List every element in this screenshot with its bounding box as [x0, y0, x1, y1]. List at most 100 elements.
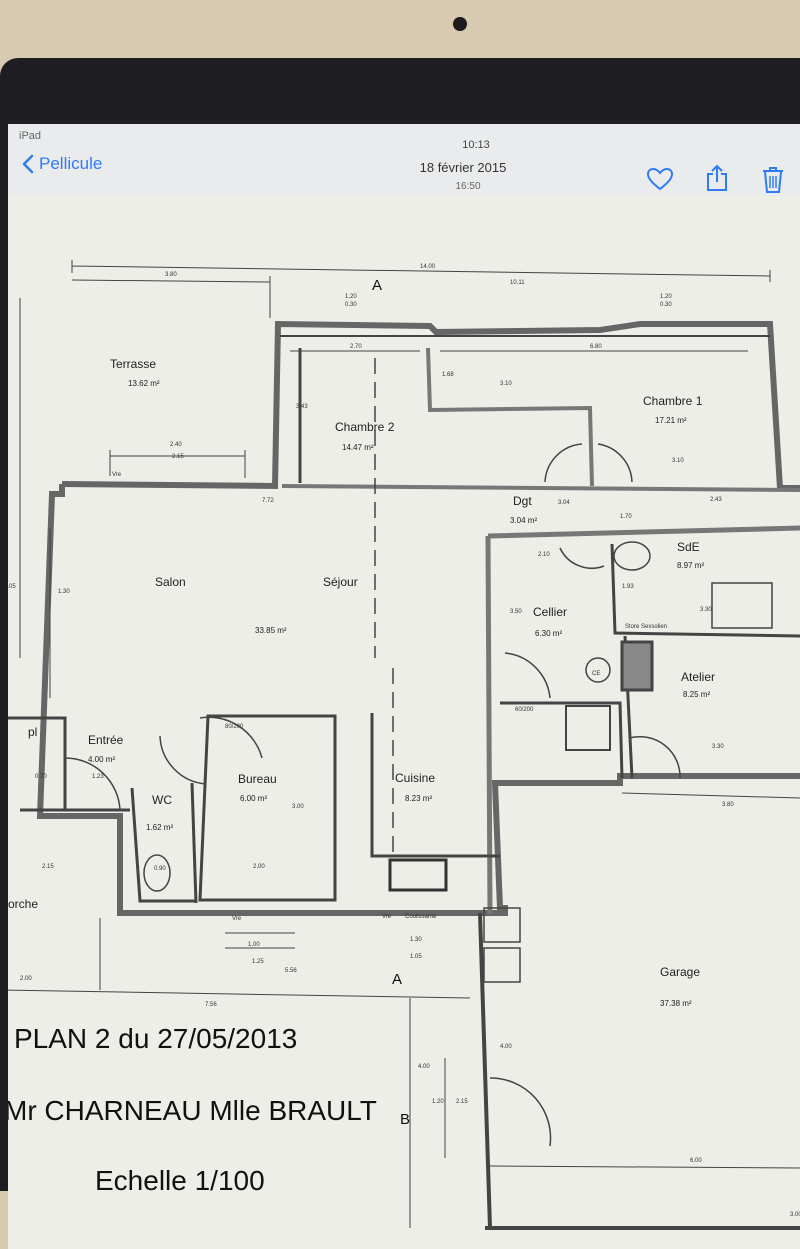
plan-title: PLAN 2 du 27/05/2013	[14, 1023, 297, 1054]
svg-text:0.30: 0.30	[660, 302, 672, 308]
room-area-chambre-1: 17.21 m²	[655, 416, 687, 425]
room-area-cuisine: 8.23 m²	[405, 794, 432, 803]
room-name-dgt: Dgt	[513, 494, 532, 508]
room-name-cuisine: Cuisine	[395, 771, 435, 785]
room-name-porche: Porche	[8, 897, 38, 911]
svg-text:1.00: 1.00	[248, 942, 260, 948]
heart-icon[interactable]	[646, 168, 674, 192]
svg-text:2.15: 2.15	[456, 1099, 468, 1105]
svg-text:60/200: 60/200	[515, 707, 534, 713]
svg-text:2.43: 2.43	[710, 497, 722, 503]
svg-text:0.70: 0.70	[35, 774, 47, 780]
plan-scale: Echelle 1/100	[95, 1165, 265, 1196]
back-button[interactable]: Pellicule	[22, 154, 102, 174]
svg-text:Vre: Vre	[112, 472, 122, 478]
svg-text:3.80: 3.80	[165, 272, 177, 278]
annotation-labels: Vre Vre Vre Coulissante Store Sexsolien …	[112, 472, 667, 922]
svg-text:Vre: Vre	[232, 916, 242, 922]
ipad-bezel: iPad 10:13 Pellicule 18 février 2015 16:…	[0, 58, 800, 1249]
svg-text:2.15: 2.15	[172, 454, 184, 460]
room-area-terrasse: 13.62 m²	[128, 379, 160, 388]
svg-text:6.00: 6.00	[690, 1158, 702, 1164]
svg-text:2.00: 2.00	[253, 864, 265, 870]
room-name-chambre-2: Chambre 2	[335, 420, 395, 434]
svg-text:1.05: 1.05	[410, 954, 422, 960]
room-area-chambre-2: 14.47 m²	[342, 443, 374, 452]
svg-text:0.30: 0.30	[345, 302, 357, 308]
room-name-salon: Salon	[155, 575, 186, 589]
room-area-garage: 37.38 m²	[660, 999, 692, 1008]
svg-text:2.00: 2.00	[20, 976, 32, 982]
svg-text:0.90: 0.90	[154, 866, 166, 872]
svg-text:10.11: 10.11	[510, 280, 525, 286]
svg-text:2.40: 2.40	[170, 442, 182, 448]
room-name-sejour: Séjour	[323, 575, 358, 589]
room-area-cellier: 6.30 m²	[535, 629, 562, 638]
trash-icon[interactable]	[761, 166, 785, 194]
status-clock: 10:13	[462, 139, 490, 151]
photo-date: 18 février 2015	[419, 160, 507, 175]
room-name-entree: Entrée	[88, 733, 124, 747]
svg-text:80/200: 80/200	[225, 724, 244, 730]
photo-time: 16:50	[455, 181, 481, 192]
room-name-placard: pl	[28, 725, 37, 739]
svg-text:1.20: 1.20	[660, 294, 672, 300]
svg-text:4.00: 4.00	[418, 1064, 430, 1070]
svg-text:3.10: 3.10	[672, 458, 684, 464]
svg-text:14.00: 14.00	[420, 264, 436, 270]
svg-text:3.10: 3.10	[500, 381, 512, 387]
floor-plan-drawing: Terrasse 13.62 m² Chambre 2 14.47 m² Cha…	[8, 260, 800, 1230]
room-area-sde: 8.97 m²	[677, 561, 704, 570]
dimension-labels: 14.00 3.80 10.11 1.20 0.30 1.20 0.30 2.7…	[8, 264, 800, 1218]
section-marker-a-top: A	[372, 277, 382, 294]
svg-text:3.30: 3.30	[700, 607, 712, 613]
room-name-garage: Garage	[660, 965, 700, 979]
photos-navigation-bar: iPad 10:13 Pellicule 18 février 2015 16:…	[8, 124, 800, 197]
svg-text:1.23: 1.23	[92, 774, 104, 780]
svg-text:7.56: 7.56	[205, 1002, 217, 1008]
room-name-cellier: Cellier	[533, 605, 567, 619]
room-name-wc: WC	[152, 793, 172, 807]
plan-owners: Mr CHARNEAU Mlle BRAULT	[8, 1095, 377, 1126]
svg-text:CE: CE	[592, 671, 600, 677]
svg-text:1.70: 1.70	[620, 514, 632, 520]
photo-viewer[interactable]: Terrasse 13.62 m² Chambre 2 14.47 m² Cha…	[8, 196, 800, 1249]
svg-text:5.56: 5.56	[285, 968, 297, 974]
room-name-bureau: Bureau	[238, 772, 277, 786]
svg-text:Vre: Vre	[382, 914, 392, 920]
room-labels: Terrasse 13.62 m² Chambre 2 14.47 m² Cha…	[8, 357, 715, 1008]
svg-text:3.50: 3.50	[510, 609, 522, 615]
svg-text:1.93: 1.93	[622, 584, 634, 590]
room-area-bureau: 6.00 m²	[240, 794, 267, 803]
section-marker-a-bottom: A	[392, 971, 402, 988]
room-area-sejour: 33.85 m²	[255, 626, 287, 635]
svg-text:4.00: 4.00	[500, 1044, 512, 1050]
room-name-terrasse: Terrasse	[110, 357, 156, 371]
svg-text:1.25: 1.25	[252, 959, 264, 965]
room-area-atelier: 8.25 m²	[683, 690, 710, 699]
svg-text:1.20: 1.20	[432, 1099, 444, 1105]
svg-text:Coulissante: Coulissante	[405, 914, 437, 920]
svg-text:3.00: 3.00	[292, 804, 304, 810]
room-area-dgt: 3.04 m²	[510, 516, 537, 525]
room-area-wc: 1.62 m²	[146, 823, 173, 832]
section-marker-b: B	[400, 1111, 410, 1128]
svg-text:2.10: 2.10	[538, 552, 550, 558]
room-area-entree: 4.00 m²	[88, 755, 115, 764]
svg-text:7.72: 7.72	[262, 498, 274, 504]
room-name-sde: SdE	[677, 540, 700, 554]
svg-text:2.70: 2.70	[350, 344, 362, 350]
svg-text:2.15: 2.15	[42, 864, 54, 870]
svg-text:1.05: 1.05	[8, 584, 16, 590]
front-camera	[453, 17, 467, 31]
svg-text:3.04: 3.04	[558, 500, 570, 506]
ipad-screen: iPad 10:13 Pellicule 18 février 2015 16:…	[8, 124, 800, 1249]
svg-text:Store Sexsolien: Store Sexsolien	[625, 624, 667, 630]
svg-text:3.30: 3.30	[712, 744, 724, 750]
share-icon[interactable]	[705, 164, 729, 192]
svg-text:6.80: 6.80	[590, 344, 602, 350]
svg-text:3.80: 3.80	[722, 802, 734, 808]
back-chevron-icon	[22, 154, 34, 174]
svg-text:3.00: 3.00	[790, 1212, 800, 1218]
room-name-chambre-1: Chambre 1	[643, 394, 703, 408]
